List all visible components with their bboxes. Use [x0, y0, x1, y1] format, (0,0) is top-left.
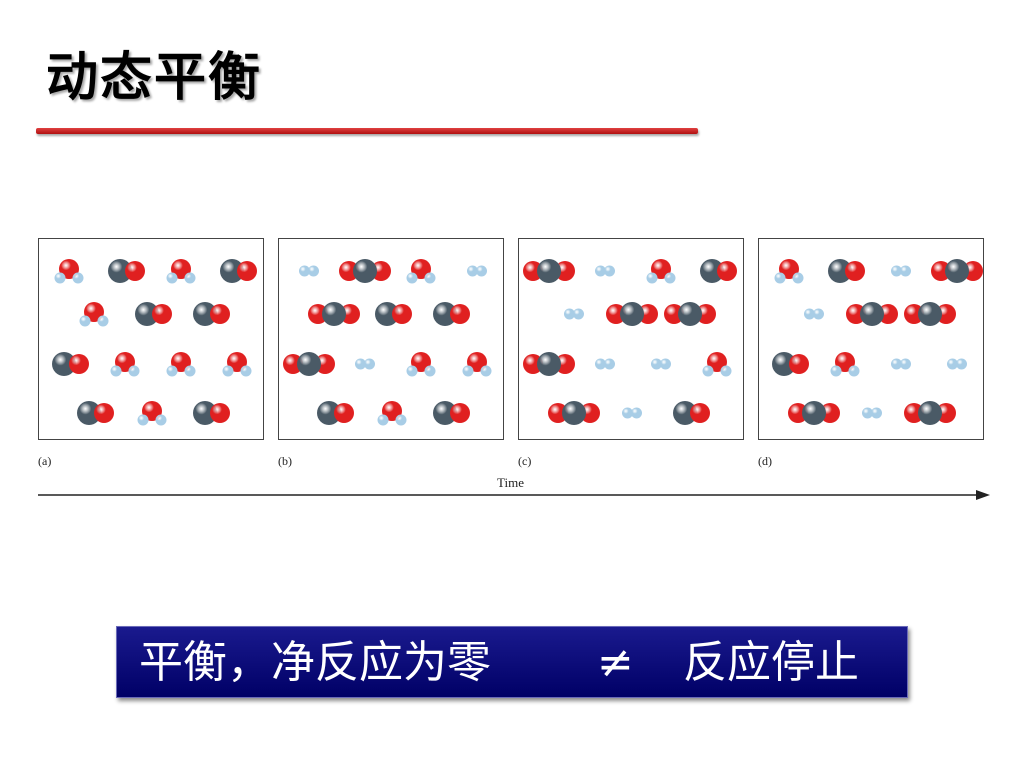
molecule-h2	[947, 358, 967, 370]
molecule-co2	[523, 352, 575, 376]
banner-left-text: 平衡，净反应为零	[139, 637, 491, 688]
panel-a	[38, 238, 264, 440]
molecule-co	[828, 259, 865, 283]
molecule-co	[77, 401, 114, 425]
banner-right-text: 反应停止	[683, 637, 859, 688]
panel-label-a: (a)	[38, 454, 52, 468]
molecule-h2	[891, 265, 911, 277]
molecule-co	[317, 401, 354, 425]
molecule-h2	[355, 358, 375, 370]
molecule-h2o	[406, 352, 436, 377]
molecule-co2	[308, 302, 360, 326]
molecule-co2	[664, 302, 716, 326]
molecule-co	[135, 302, 172, 326]
molecule-co2	[283, 352, 335, 376]
panel-c	[518, 238, 744, 440]
molecule-h2o	[110, 352, 140, 377]
time-axis-label: Time	[497, 475, 524, 490]
time-arrow	[38, 490, 990, 500]
molecule-co2	[548, 401, 600, 425]
panel-label-c: (c)	[518, 454, 532, 468]
molecule-co	[108, 259, 145, 283]
panel-b	[278, 238, 504, 440]
molecule-co2	[788, 401, 840, 425]
molecule-h2o	[222, 352, 252, 377]
slide-title: 动态平衡	[46, 48, 263, 108]
molecule-h2	[299, 265, 319, 277]
molecule-h2	[564, 308, 584, 320]
molecule-co2	[846, 302, 898, 326]
title-underline	[36, 128, 698, 134]
molecule-h2o	[79, 302, 109, 327]
molecule-co2	[904, 401, 956, 425]
molecule-co	[433, 401, 470, 425]
molecule-h2o	[774, 259, 804, 284]
molecule-co2	[339, 259, 391, 283]
molecule-h2o	[166, 352, 196, 377]
molecule-co2	[904, 302, 956, 326]
molecule-co	[375, 302, 412, 326]
molecule-h2	[651, 358, 671, 370]
molecule-h2o	[646, 259, 676, 284]
molecule-h2	[595, 265, 615, 277]
molecule-h2	[891, 358, 911, 370]
banner-not-equal-symbol: ≠	[597, 637, 634, 688]
molecule-co	[193, 401, 230, 425]
panel-label-b: (b)	[278, 454, 292, 468]
molecule-co	[220, 259, 257, 283]
molecule-co	[52, 352, 89, 376]
molecule-co2	[931, 259, 983, 283]
molecule-h2	[862, 407, 882, 419]
molecule-co	[700, 259, 737, 283]
panel-label-d: (d)	[758, 454, 772, 468]
molecule-co2	[523, 259, 575, 283]
molecule-h2o	[137, 401, 167, 426]
molecule-h2	[622, 407, 642, 419]
molecule-h2o	[830, 352, 860, 377]
molecule-co	[673, 401, 710, 425]
molecule-h2o	[462, 352, 492, 377]
molecule-co	[433, 302, 470, 326]
molecule-h2o	[54, 259, 84, 284]
molecule-h2	[467, 265, 487, 277]
molecule-co	[193, 302, 230, 326]
molecule-co2	[606, 302, 658, 326]
molecule-co	[772, 352, 809, 376]
molecule-h2o	[702, 352, 732, 377]
molecule-h2o	[377, 401, 407, 426]
molecule-h2	[804, 308, 824, 320]
panel-d	[758, 238, 984, 440]
molecule-h2o	[406, 259, 436, 284]
molecule-h2	[595, 358, 615, 370]
molecule-h2o	[166, 259, 196, 284]
conclusion-banner: 平衡，净反应为零 ≠ 反应停止	[116, 626, 908, 698]
